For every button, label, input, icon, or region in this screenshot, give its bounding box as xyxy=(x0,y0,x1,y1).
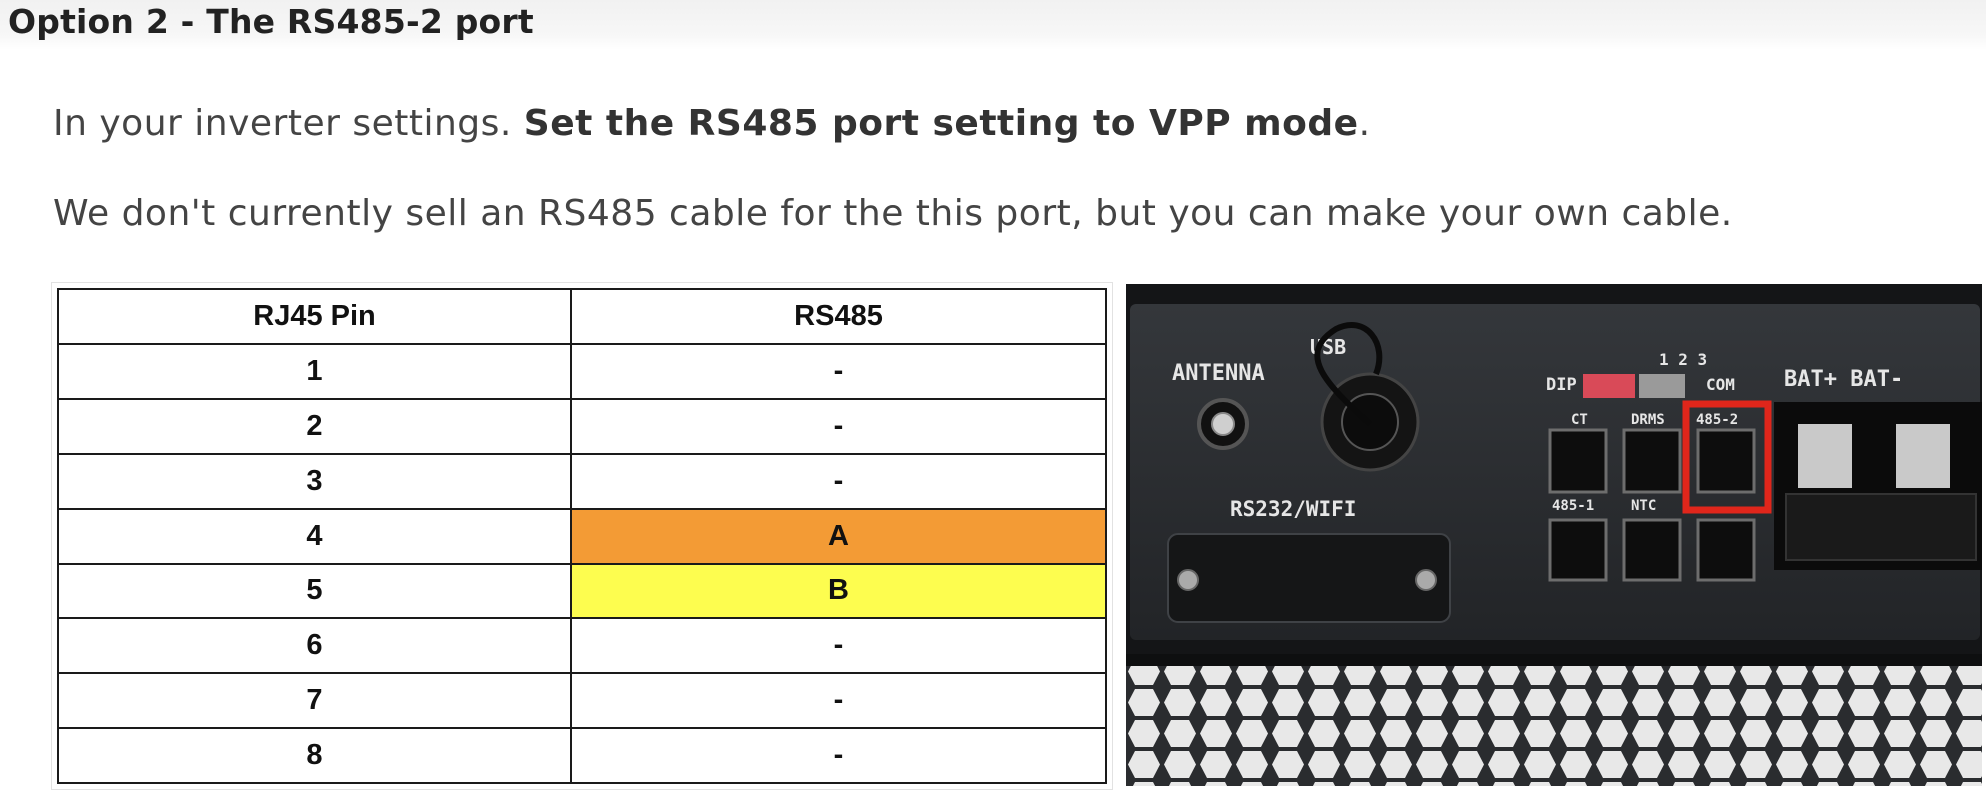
com-label: COM xyxy=(1706,375,1735,394)
port-485-2-label: 485-2 xyxy=(1696,412,1738,428)
col-header-rj45-pin: RJ45 Pin xyxy=(57,288,572,345)
instruction-emphasis: Set the RS485 port setting to VPP mode xyxy=(523,103,1359,144)
ct-port xyxy=(1548,428,1608,494)
drms-label: DRMS xyxy=(1631,412,1665,428)
rs485-cell: - xyxy=(570,397,1107,455)
pin-cell: 2 xyxy=(57,397,572,455)
table-header-row: RJ45 Pin RS485 xyxy=(57,288,1107,345)
pin-cell: 5 xyxy=(57,562,572,620)
dip-numbers-label: 1 2 3 xyxy=(1659,350,1707,369)
rs485-cell: - xyxy=(570,617,1107,675)
can-port xyxy=(1696,518,1756,582)
ntc-label: NTC xyxy=(1631,498,1656,514)
table-row: 7- xyxy=(57,672,1107,730)
table-row: 2- xyxy=(57,397,1107,455)
rs485-cell: - xyxy=(570,343,1107,400)
instruction-paragraph: In your inverter settings. Set the RS485… xyxy=(53,103,1371,144)
section-heading: Option 2 - The RS485-2 port xyxy=(8,2,534,41)
instruction-prefix: In your inverter settings. xyxy=(53,103,524,144)
rs485-cell: - xyxy=(570,727,1107,784)
antenna-label: ANTENNA xyxy=(1172,361,1265,386)
instruction-suffix: . xyxy=(1358,103,1371,144)
pin-cell: 7 xyxy=(57,672,572,730)
pin-cell: 1 xyxy=(57,343,572,400)
inverter-port-photo: ANTENNA USB RS232/WIFI 1 2 3 DIP COM BAT… xyxy=(1126,284,1982,786)
table-row: 1- xyxy=(57,343,1107,400)
vent-grille xyxy=(1126,662,1982,786)
bat-label: BAT+ BAT- xyxy=(1784,367,1903,392)
rs485-cell: - xyxy=(570,452,1107,510)
table-row: 8- xyxy=(57,727,1107,784)
pin-cell: 6 xyxy=(57,617,572,675)
rs232-wifi-cover xyxy=(1167,533,1451,623)
dip-label: DIP xyxy=(1546,375,1577,395)
rs485-1-port xyxy=(1548,518,1608,582)
dip-switch xyxy=(1583,374,1635,398)
table-row: 6- xyxy=(57,617,1107,675)
drms-port xyxy=(1622,428,1682,494)
ct-label: CT xyxy=(1571,412,1588,428)
rs485-2-port xyxy=(1696,428,1756,494)
table-row: 3- xyxy=(57,452,1107,510)
pin-cell: 4 xyxy=(57,507,572,565)
rs232-wifi-label: RS232/WIFI xyxy=(1230,497,1356,521)
pin-cell: 3 xyxy=(57,452,572,510)
rs485-2-highlight-box xyxy=(1682,400,1772,514)
port-485-1-label: 485-1 xyxy=(1552,498,1594,514)
heading-bar xyxy=(0,0,1986,50)
rs485-cell-a: A xyxy=(570,507,1107,565)
col-header-rs485: RS485 xyxy=(570,288,1107,345)
rs485-cell: - xyxy=(570,672,1107,730)
ntc-port xyxy=(1622,518,1682,582)
rs485-cell-b: B xyxy=(570,562,1107,620)
pin-cell: 8 xyxy=(57,727,572,784)
cable-note: We don't currently sell an RS485 cable f… xyxy=(53,193,1733,234)
